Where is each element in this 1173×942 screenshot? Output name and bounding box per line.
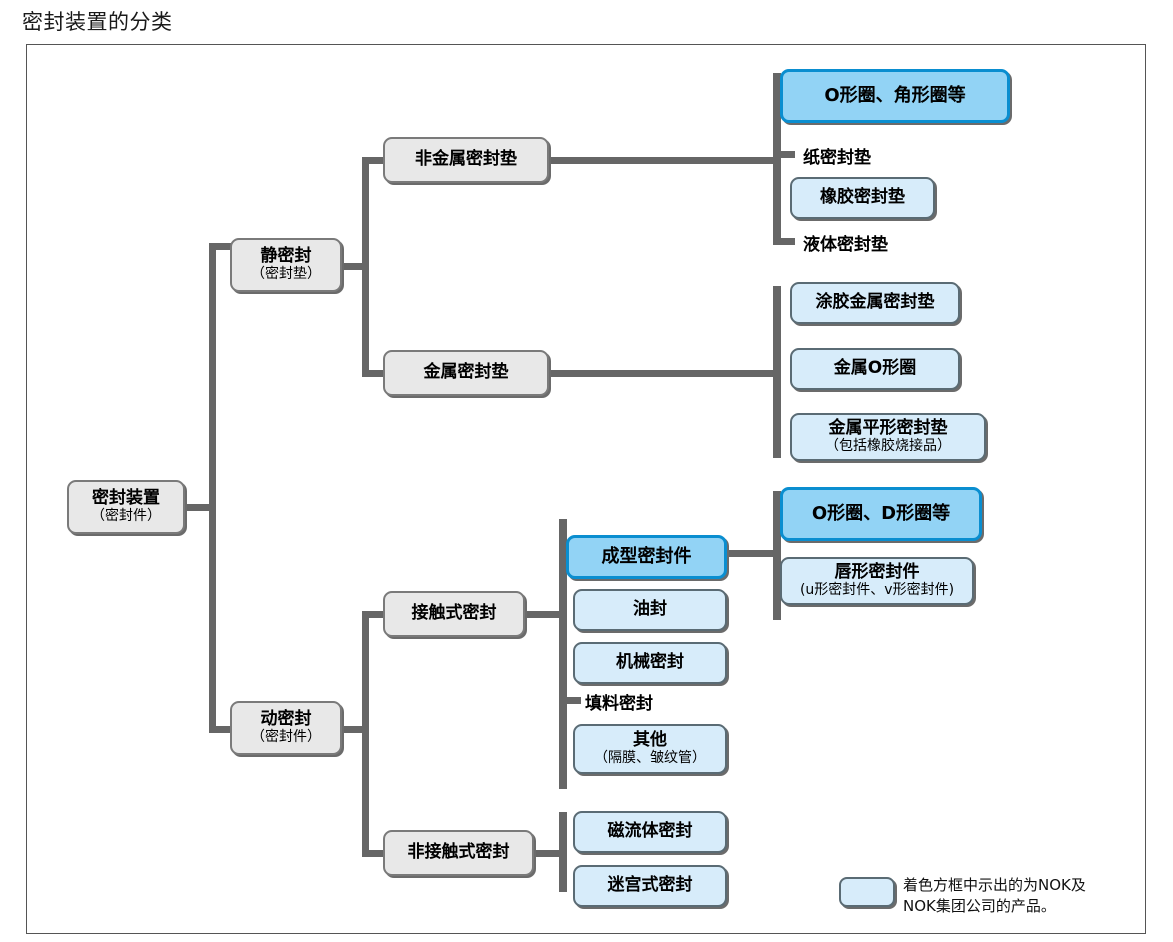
node-coated-metal-gasket[interactable]: 涂胶金属密封垫 xyxy=(790,282,960,324)
diagram-frame: 密封装置 （密封件） 静密封 （密封垫） 动密封 （密封件） 非金属密封垫 金属… xyxy=(26,44,1146,934)
connector-trunk-level1 xyxy=(209,243,216,733)
connector-noncontact-out xyxy=(533,850,566,857)
node-metal-gasket-label: 金属密封垫 xyxy=(423,362,509,383)
connector-dynamic-out xyxy=(340,726,369,733)
node-other-seal[interactable]: 其他 （隔膜、皱纹管） xyxy=(573,724,727,774)
legend-text: 着色方框中示出的为NOK及 NOK集团公司的产品。 xyxy=(903,876,1086,915)
node-root[interactable]: 密封装置 （密封件） xyxy=(67,480,185,534)
connector-trunk-metal xyxy=(773,286,781,458)
node-static-seal[interactable]: 静密封 （密封垫） xyxy=(230,238,342,292)
node-molded-seal-label: 成型密封件 xyxy=(601,545,692,567)
node-molded-seal[interactable]: 成型密封件 xyxy=(566,535,727,579)
node-lip-seal[interactable]: 唇形密封件 (u形密封件、v形密封件) xyxy=(780,557,974,605)
node-rubber-gasket-label: 橡胶密封垫 xyxy=(820,187,905,208)
connector-trunk-contact xyxy=(559,519,567,789)
node-rubber-gasket[interactable]: 橡胶密封垫 xyxy=(790,177,935,219)
node-metal-oring-label: 金属O形圈 xyxy=(833,358,917,379)
connector-nonmetal-stub xyxy=(362,157,384,164)
node-oring-dring[interactable]: O形圈、D形圈等 xyxy=(780,487,982,541)
node-static-seal-label: 静密封 xyxy=(260,246,312,267)
connector-molded-out xyxy=(727,550,781,557)
connector-nonmetal-out xyxy=(548,157,773,164)
connector-contact-out xyxy=(524,611,566,618)
page-title: 密封装置的分类 xyxy=(22,10,173,34)
connector-trunk-noncontact xyxy=(559,812,567,892)
connector-noncontact-stub xyxy=(362,850,384,857)
node-coated-metal-gasket-label: 涂胶金属密封垫 xyxy=(815,292,935,313)
node-mechanical-seal-label: 机械密封 xyxy=(616,652,684,673)
node-oil-seal-label: 油封 xyxy=(633,599,667,620)
node-paper-gasket: 纸密封垫 xyxy=(803,147,871,168)
node-oil-seal[interactable]: 油封 xyxy=(573,589,727,631)
node-packing-seal: 填料密封 xyxy=(585,693,653,714)
node-lip-seal-label: 唇形密封件 xyxy=(834,562,920,583)
node-dynamic-seal[interactable]: 动密封 （密封件） xyxy=(230,701,342,755)
node-nonmetal-gasket-label: 非金属密封垫 xyxy=(415,149,517,170)
node-lip-seal-sublabel: (u形密封件、v形密封件) xyxy=(799,582,955,599)
connector-root-stub xyxy=(183,504,209,511)
node-oring-square-ring-label: O形圈、角形圈等 xyxy=(824,84,966,106)
node-metal-flat-gasket[interactable]: 金属平形密封垫 （包括橡胶烧接品） xyxy=(790,413,986,461)
connector-contact-stub xyxy=(362,611,384,618)
node-metal-flat-gasket-label: 金属平形密封垫 xyxy=(828,418,948,439)
node-other-seal-sublabel: （隔膜、皱纹管） xyxy=(594,750,706,767)
connector-static-stub xyxy=(209,243,235,250)
node-metal-gasket[interactable]: 金属密封垫 xyxy=(383,350,549,396)
connector-metal-stub xyxy=(362,370,384,377)
node-dynamic-seal-sublabel: （密封件） xyxy=(251,729,321,746)
connector-metal-out xyxy=(548,370,773,377)
colored-box-swatch-icon xyxy=(839,877,895,907)
node-contact-seal-label: 接触式密封 xyxy=(411,603,497,624)
legend: 着色方框中示出的为NOK及 NOK集团公司的产品。 xyxy=(839,875,1129,916)
node-oring-square-ring[interactable]: O形圈、角形圈等 xyxy=(780,69,1010,123)
connector-trunk-static xyxy=(362,157,369,377)
node-dynamic-seal-label: 动密封 xyxy=(260,709,312,730)
connector-trunk-nonmetal xyxy=(773,73,781,245)
node-root-label: 密封装置 xyxy=(92,488,160,509)
connector-paper-stub xyxy=(773,151,795,158)
node-noncontact-seal[interactable]: 非接触式密封 xyxy=(383,830,534,876)
node-noncontact-seal-label: 非接触式密封 xyxy=(407,842,510,863)
connector-liquid-stub xyxy=(773,238,795,245)
connector-trunk-molded xyxy=(773,491,781,620)
connector-dynamic-stub xyxy=(209,726,235,733)
connector-trunk-dynamic xyxy=(362,611,369,857)
node-labyrinth-seal[interactable]: 迷宫式密封 xyxy=(573,865,727,907)
connector-static-out xyxy=(340,263,369,270)
node-metal-oring[interactable]: 金属O形圈 xyxy=(790,348,960,390)
node-nonmetal-gasket[interactable]: 非金属密封垫 xyxy=(383,137,549,183)
connector-packing-stub xyxy=(559,697,581,704)
node-mechanical-seal[interactable]: 机械密封 xyxy=(573,642,727,684)
node-other-seal-label: 其他 xyxy=(633,730,667,751)
node-liquid-gasket: 液体密封垫 xyxy=(803,234,888,255)
node-static-seal-sublabel: （密封垫） xyxy=(251,266,321,283)
node-metal-flat-gasket-sublabel: （包括橡胶烧接品） xyxy=(825,438,951,455)
node-root-sublabel: （密封件） xyxy=(91,508,161,525)
node-magnetic-fluid-seal-label: 磁流体密封 xyxy=(607,821,693,842)
node-contact-seal[interactable]: 接触式密封 xyxy=(383,591,525,637)
node-oring-dring-label: O形圈、D形圈等 xyxy=(811,502,951,524)
node-labyrinth-seal-label: 迷宫式密封 xyxy=(607,875,693,896)
node-magnetic-fluid-seal[interactable]: 磁流体密封 xyxy=(573,811,727,853)
